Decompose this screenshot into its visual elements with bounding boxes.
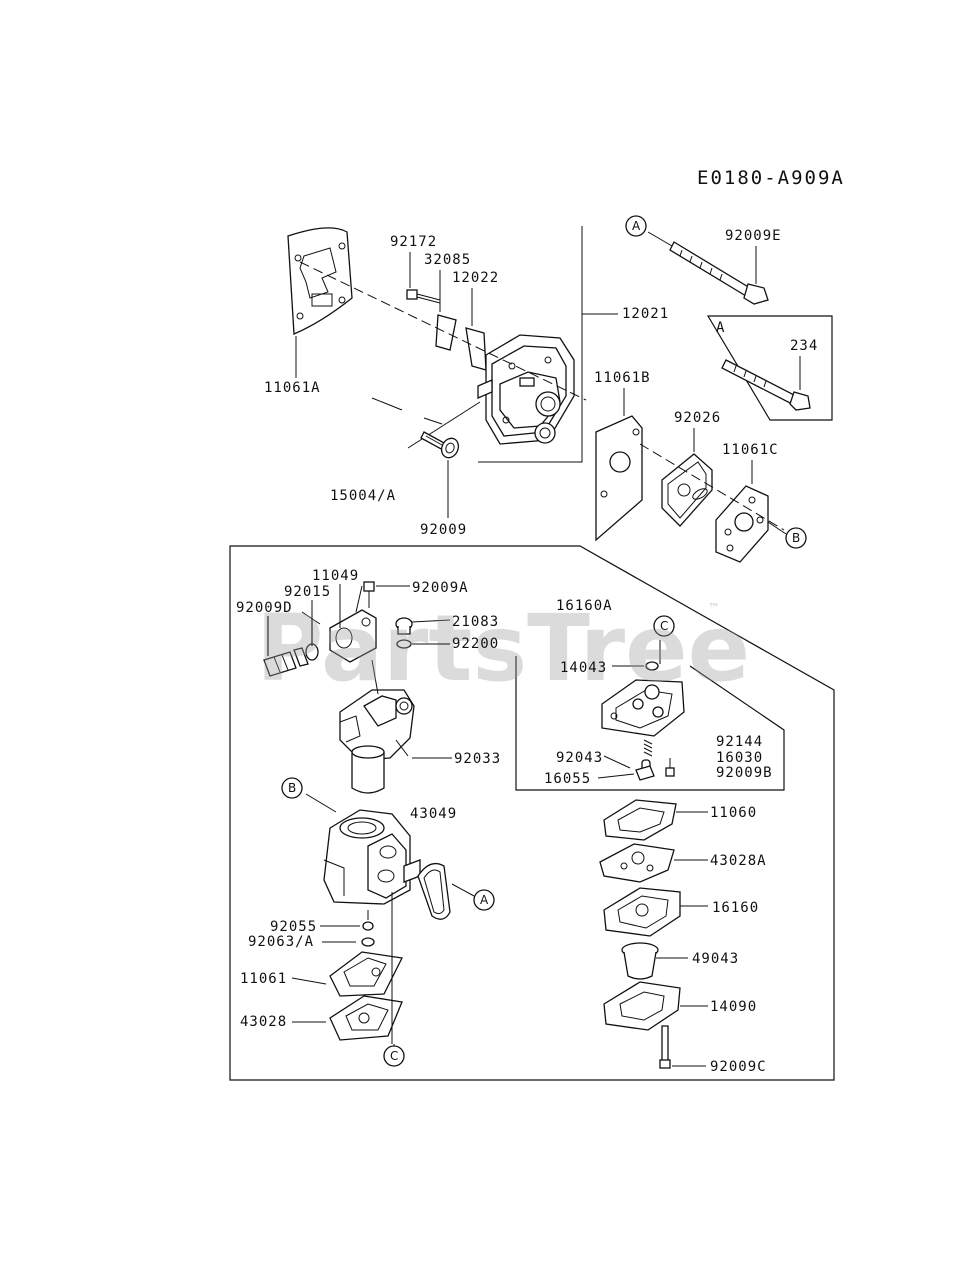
watermark-trademark: ™ [708,601,720,615]
part-label-92009d: 92009D [236,600,293,616]
bracket-11049[interactable] [329,609,377,663]
gasket-11061c[interactable] [715,485,769,563]
screw-92009b[interactable] [665,758,675,777]
part-label-11061c: 11061C [722,442,779,458]
svg-text:A: A [480,893,489,907]
part-label-43028a: 43028A [710,853,767,869]
screw-92009a[interactable] [363,581,375,608]
plate-12022[interactable] [465,327,487,371]
lower-assembly-frame [229,545,835,1081]
svg-text:C: C [390,1049,398,1063]
diaphragm-43028[interactable] [329,995,403,1041]
part-label-box-a: A [716,320,725,336]
part-label-234: 234 [790,338,818,354]
primer-bulb-49043[interactable] [621,942,659,980]
part-label-43049: 43049 [410,806,457,822]
part-label-92009e: 92009E [725,228,782,244]
part-label-11049: 11049 [312,568,359,584]
part-label-12021: 12021 [622,306,669,322]
part-label-15004a: 15004/A [330,488,396,504]
part-92063a[interactable] [361,937,375,947]
part-label-49043: 49043 [692,951,739,967]
callout-b-left: B [281,777,303,799]
part-label-92009c: 92009C [710,1059,767,1075]
part-label-92009a: 92009A [412,580,469,596]
part-label-21083: 21083 [452,614,499,630]
callout-c-bottom: C [383,1045,405,1067]
part-label-14090: 14090 [710,999,757,1015]
part-label-32085: 32085 [424,252,471,268]
bracket-12021 [478,226,583,463]
gasket-11060[interactable] [603,799,677,841]
callout-a-lower: A [473,889,495,911]
gasket-11061[interactable] [329,951,403,997]
callout-a-top: A [625,215,647,237]
part-14043[interactable] [645,661,659,671]
svg-text:B: B [288,781,296,795]
throttle-body[interactable] [339,659,415,794]
inset-box-a [706,315,833,421]
gasket-11061b[interactable] [595,415,643,542]
pump-cover-16160a[interactable] [601,679,685,737]
inset-box-c [515,656,785,791]
part-label-11061: 11061 [240,971,287,987]
part-label-12022: 12022 [452,270,499,286]
plug-21083[interactable] [395,617,413,635]
svg-text:B: B [792,531,800,545]
ring-92200[interactable] [396,639,412,649]
part-label-11060: 11060 [710,805,757,821]
diagram-code: E0180-A909A [697,167,845,189]
part-label-92026: 92026 [674,410,721,426]
bolt-92009e[interactable] [669,241,769,305]
lever-16055[interactable] [635,765,655,781]
plate-32085[interactable] [435,314,457,351]
part-label-14043: 14043 [560,660,607,676]
part-label-92063a: 92063/A [248,934,314,950]
pump-body-16160[interactable] [603,887,681,937]
diaphragm-43028a[interactable] [599,843,675,883]
part-label-92033: 92033 [454,751,501,767]
needle-92043[interactable] [603,755,631,769]
part-label-92055: 92055 [270,919,317,935]
part-label-43028: 43028 [240,1014,287,1030]
gasket-11061a[interactable] [287,227,353,335]
watermark: PartsTree [256,595,750,702]
part-label-11061a: 11061A [264,380,321,396]
bolt-92172[interactable] [406,289,441,304]
svg-text:C: C [660,619,668,633]
cover-14090[interactable] [603,981,681,1031]
part-label-11061b: 11061B [594,370,651,386]
part-label-92043: 92043 [556,750,603,766]
part-label-92009: 92009 [420,522,467,538]
part-label-16055: 16055 [544,771,591,787]
part-label-92015: 92015 [284,584,331,600]
part-label-92009b: 92009B [716,765,773,781]
callout-b-right: B [785,527,807,549]
gasket-loop[interactable] [417,862,451,920]
callout-c-inset: C [653,615,675,637]
carburetor-body-43049[interactable] [323,809,421,905]
part-label-92144: 92144 [716,734,763,750]
part-label-92200: 92200 [452,636,499,652]
bolt-15004a[interactable] [420,431,461,460]
part-label-16160: 16160 [712,900,759,916]
insulator-92026[interactable] [661,453,713,527]
bolt-234[interactable] [721,359,811,411]
carburetor-housing-12021[interactable] [477,334,575,445]
fitting-92009d[interactable] [263,643,319,677]
part-label-92172: 92172 [390,234,437,250]
part-label-16030: 16030 [716,750,763,766]
part-92055[interactable] [362,921,374,931]
screw-92009c[interactable] [659,1025,671,1069]
part-label-16160a: 16160A [556,598,613,614]
svg-text:A: A [632,219,641,233]
